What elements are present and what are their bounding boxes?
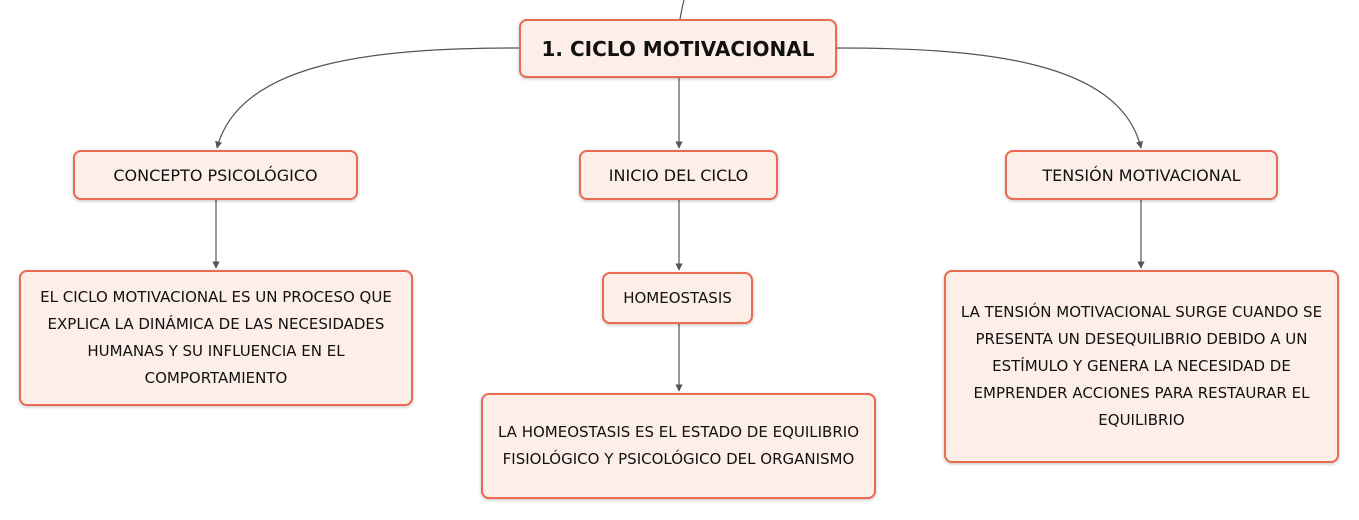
topic-concepto-psicologico[interactable]: CONCEPTO PSICOLÓGICO [73, 150, 358, 200]
description-homeostasis[interactable]: LA HOMEOSTASIS ES EL ESTADO DE EQUILIBRI… [481, 393, 876, 499]
topic-label: TENSIÓN MOTIVACIONAL [1042, 165, 1241, 185]
topic-label: HOMEOSTASIS [623, 289, 732, 307]
topic-inicio-del-ciclo[interactable]: INICIO DEL CICLO [579, 150, 778, 200]
root-topic-node[interactable]: 1. CICLO MOTIVACIONAL [519, 19, 837, 78]
connector-root-to-concepto [215, 47, 520, 149]
description-text: LA TENSIÓN MOTIVACIONAL SURGE CUANDO SE … [960, 303, 1323, 429]
description-text: EL CICLO MOTIVACIONAL ES UN PROCESO QUE … [40, 288, 392, 387]
connector-from-parent [679, 0, 685, 20]
topic-label: INICIO DEL CICLO [608, 165, 749, 185]
topic-tension-motivacional[interactable]: TENSIÓN MOTIVACIONAL [1005, 150, 1278, 200]
connector-root-to-tension [836, 47, 1143, 149]
description-text: LA HOMEOSTASIS ES EL ESTADO DE EQUILIBRI… [497, 423, 860, 468]
description-concepto-psicologico[interactable]: EL CICLO MOTIVACIONAL ES UN PROCESO QUE … [19, 270, 413, 406]
description-tension-motivacional[interactable]: LA TENSIÓN MOTIVACIONAL SURGE CUANDO SE … [944, 270, 1339, 463]
topic-label: CONCEPTO PSICOLÓGICO [113, 165, 318, 185]
root-topic-label: 1. CICLO MOTIVACIONAL [541, 36, 815, 61]
topic-homeostasis[interactable]: HOMEOSTASIS [602, 272, 753, 324]
